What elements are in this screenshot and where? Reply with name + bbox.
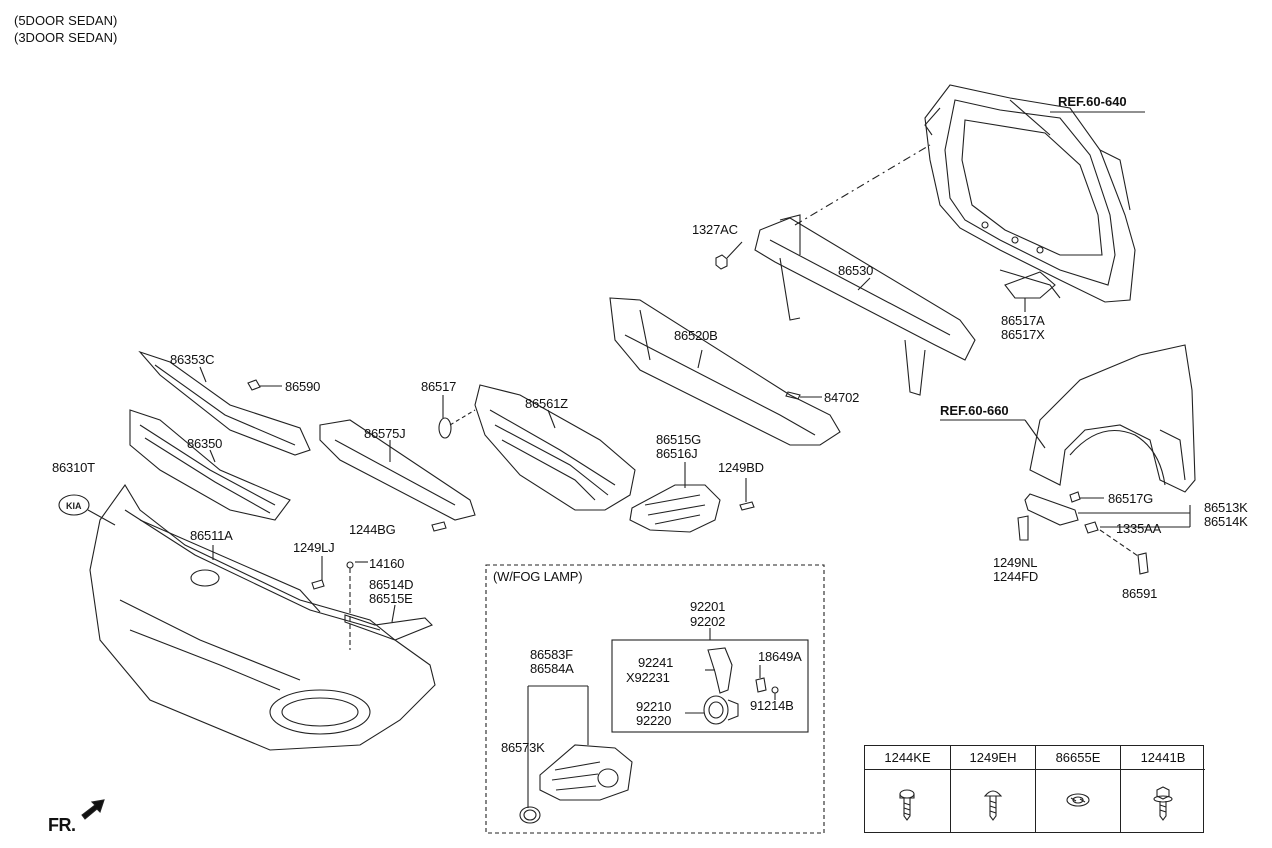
hardware-col-4[interactable]: 12441B bbox=[1120, 746, 1205, 832]
label-86511A[interactable]: 86511A bbox=[190, 528, 233, 543]
label-86583F[interactable]: 86583F bbox=[530, 647, 573, 662]
pin-86517 bbox=[438, 417, 452, 439]
label-86517[interactable]: 86517 bbox=[421, 379, 457, 394]
label-86517X[interactable]: 86517X bbox=[1001, 327, 1045, 342]
label-92241[interactable]: 92241 bbox=[638, 655, 674, 670]
upper-garnish bbox=[138, 350, 311, 456]
label-86530[interactable]: 86530 bbox=[838, 263, 874, 278]
hardware-table: 1244KE 1249EH 86655E bbox=[864, 745, 1205, 833]
label-91214B[interactable]: 91214B bbox=[750, 698, 794, 713]
clip-84702 bbox=[785, 391, 801, 400]
clip-86590 bbox=[247, 379, 261, 391]
screw-91214B bbox=[771, 686, 779, 694]
fog-group-title: (W/FOG LAMP) bbox=[493, 569, 583, 584]
label-1244BG[interactable]: 1244BG bbox=[349, 522, 396, 537]
bracket-86517A bbox=[1004, 271, 1056, 299]
label-86513K[interactable]: 86513K bbox=[1204, 500, 1248, 515]
ref-60-660[interactable]: REF.60-660 bbox=[940, 403, 1009, 418]
label-86514K[interactable]: 86514K bbox=[1204, 514, 1248, 529]
bolt-1249LJ bbox=[311, 579, 325, 590]
label-1327AC[interactable]: 1327AC bbox=[692, 222, 738, 237]
radiator-grille bbox=[129, 409, 291, 521]
fog-lamp-group bbox=[485, 564, 825, 834]
label-86350[interactable]: 86350 bbox=[187, 436, 223, 451]
radiator-support bbox=[924, 84, 1136, 303]
ring-86573K bbox=[519, 806, 541, 824]
label-86575J[interactable]: 86575J bbox=[364, 426, 406, 441]
label-92220[interactable]: 92220 bbox=[636, 713, 672, 728]
label-84702[interactable]: 84702 bbox=[824, 390, 860, 405]
clip-14160 bbox=[346, 561, 354, 569]
header-line-2: (3DOOR SEDAN) bbox=[14, 30, 118, 45]
label-86516J[interactable]: 86516J bbox=[656, 446, 698, 461]
label-92201[interactable]: 92201 bbox=[690, 599, 726, 614]
label-1249LJ[interactable]: 1249LJ bbox=[293, 540, 335, 555]
lower-grille bbox=[474, 384, 636, 511]
label-1249NL[interactable]: 1249NL bbox=[993, 555, 1038, 570]
hardware-col-3[interactable]: 86655E bbox=[1035, 746, 1120, 832]
energy-absorber bbox=[609, 297, 841, 446]
grille-bracket bbox=[319, 419, 476, 521]
label-18649A[interactable]: 18649A bbox=[758, 649, 802, 664]
label-1249BD[interactable]: 1249BD bbox=[718, 460, 764, 475]
hardware-col-2[interactable]: 1249EH bbox=[950, 746, 1035, 832]
clip-nut-icon bbox=[1036, 770, 1120, 832]
hardware-header-1: 1244KE bbox=[865, 746, 950, 770]
hardware-col-1[interactable]: 1244KE bbox=[865, 746, 950, 832]
label-86561Z[interactable]: 86561Z bbox=[525, 396, 568, 411]
header-line-1: (5DOOR SEDAN) bbox=[14, 13, 118, 28]
svg-text:KIA: KIA bbox=[66, 501, 82, 511]
emblem bbox=[58, 494, 90, 516]
side-bracket bbox=[1024, 493, 1079, 526]
label-86517G[interactable]: 86517G bbox=[1108, 491, 1154, 506]
screw-1249NL bbox=[1017, 515, 1029, 541]
label-92202[interactable]: 92202 bbox=[690, 614, 726, 629]
bulb-18649A bbox=[755, 677, 767, 693]
label-86573K[interactable]: 86573K bbox=[501, 740, 545, 755]
front-arrow bbox=[81, 799, 105, 820]
label-92210[interactable]: 92210 bbox=[636, 699, 672, 714]
label-1335AA[interactable]: 1335AA bbox=[1116, 521, 1162, 536]
label-86353C[interactable]: 86353C bbox=[170, 352, 215, 367]
ref-60-640[interactable]: REF.60-640 bbox=[1058, 94, 1127, 109]
fog-lamp bbox=[703, 695, 739, 725]
fog-garnish bbox=[539, 744, 633, 801]
leader bbox=[1009, 99, 1051, 136]
label-86590[interactable]: 86590 bbox=[285, 379, 321, 394]
screw-washer-icon bbox=[1121, 770, 1205, 832]
label-14160[interactable]: 14160 bbox=[369, 556, 405, 571]
screw-1244BG bbox=[431, 521, 447, 532]
label-86514D[interactable]: 86514D bbox=[369, 577, 414, 592]
hardware-header-4: 12441B bbox=[1121, 746, 1205, 770]
fog-bracket bbox=[707, 647, 733, 694]
bolt-1249BD bbox=[739, 501, 755, 511]
label-86515G[interactable]: 86515G bbox=[656, 432, 702, 447]
screw-flange-icon bbox=[865, 770, 950, 832]
nut-1327AC bbox=[715, 254, 728, 270]
hardware-header-3: 86655E bbox=[1036, 746, 1120, 770]
hardware-header-2: 1249EH bbox=[951, 746, 1035, 770]
bracket-86514D bbox=[344, 614, 433, 641]
bumper-beam bbox=[754, 214, 976, 396]
label-86515E[interactable]: 86515E bbox=[369, 591, 413, 606]
front-fender bbox=[1029, 344, 1196, 493]
label-86310T[interactable]: 86310T bbox=[52, 460, 95, 475]
fog-cover-right bbox=[629, 484, 721, 533]
front-direction-label: FR. bbox=[48, 815, 76, 835]
label-86517A[interactable]: 86517A bbox=[1001, 313, 1045, 328]
label-X92231[interactable]: X92231 bbox=[626, 670, 670, 685]
label-86584A[interactable]: 86584A bbox=[530, 661, 574, 676]
screw-pan-icon bbox=[951, 770, 1035, 832]
label-1244FD[interactable]: 1244FD bbox=[993, 569, 1039, 584]
label-86591[interactable]: 86591 bbox=[1122, 586, 1158, 601]
bolt-86591 bbox=[1137, 552, 1149, 575]
label-86520B[interactable]: 86520B bbox=[674, 328, 718, 343]
